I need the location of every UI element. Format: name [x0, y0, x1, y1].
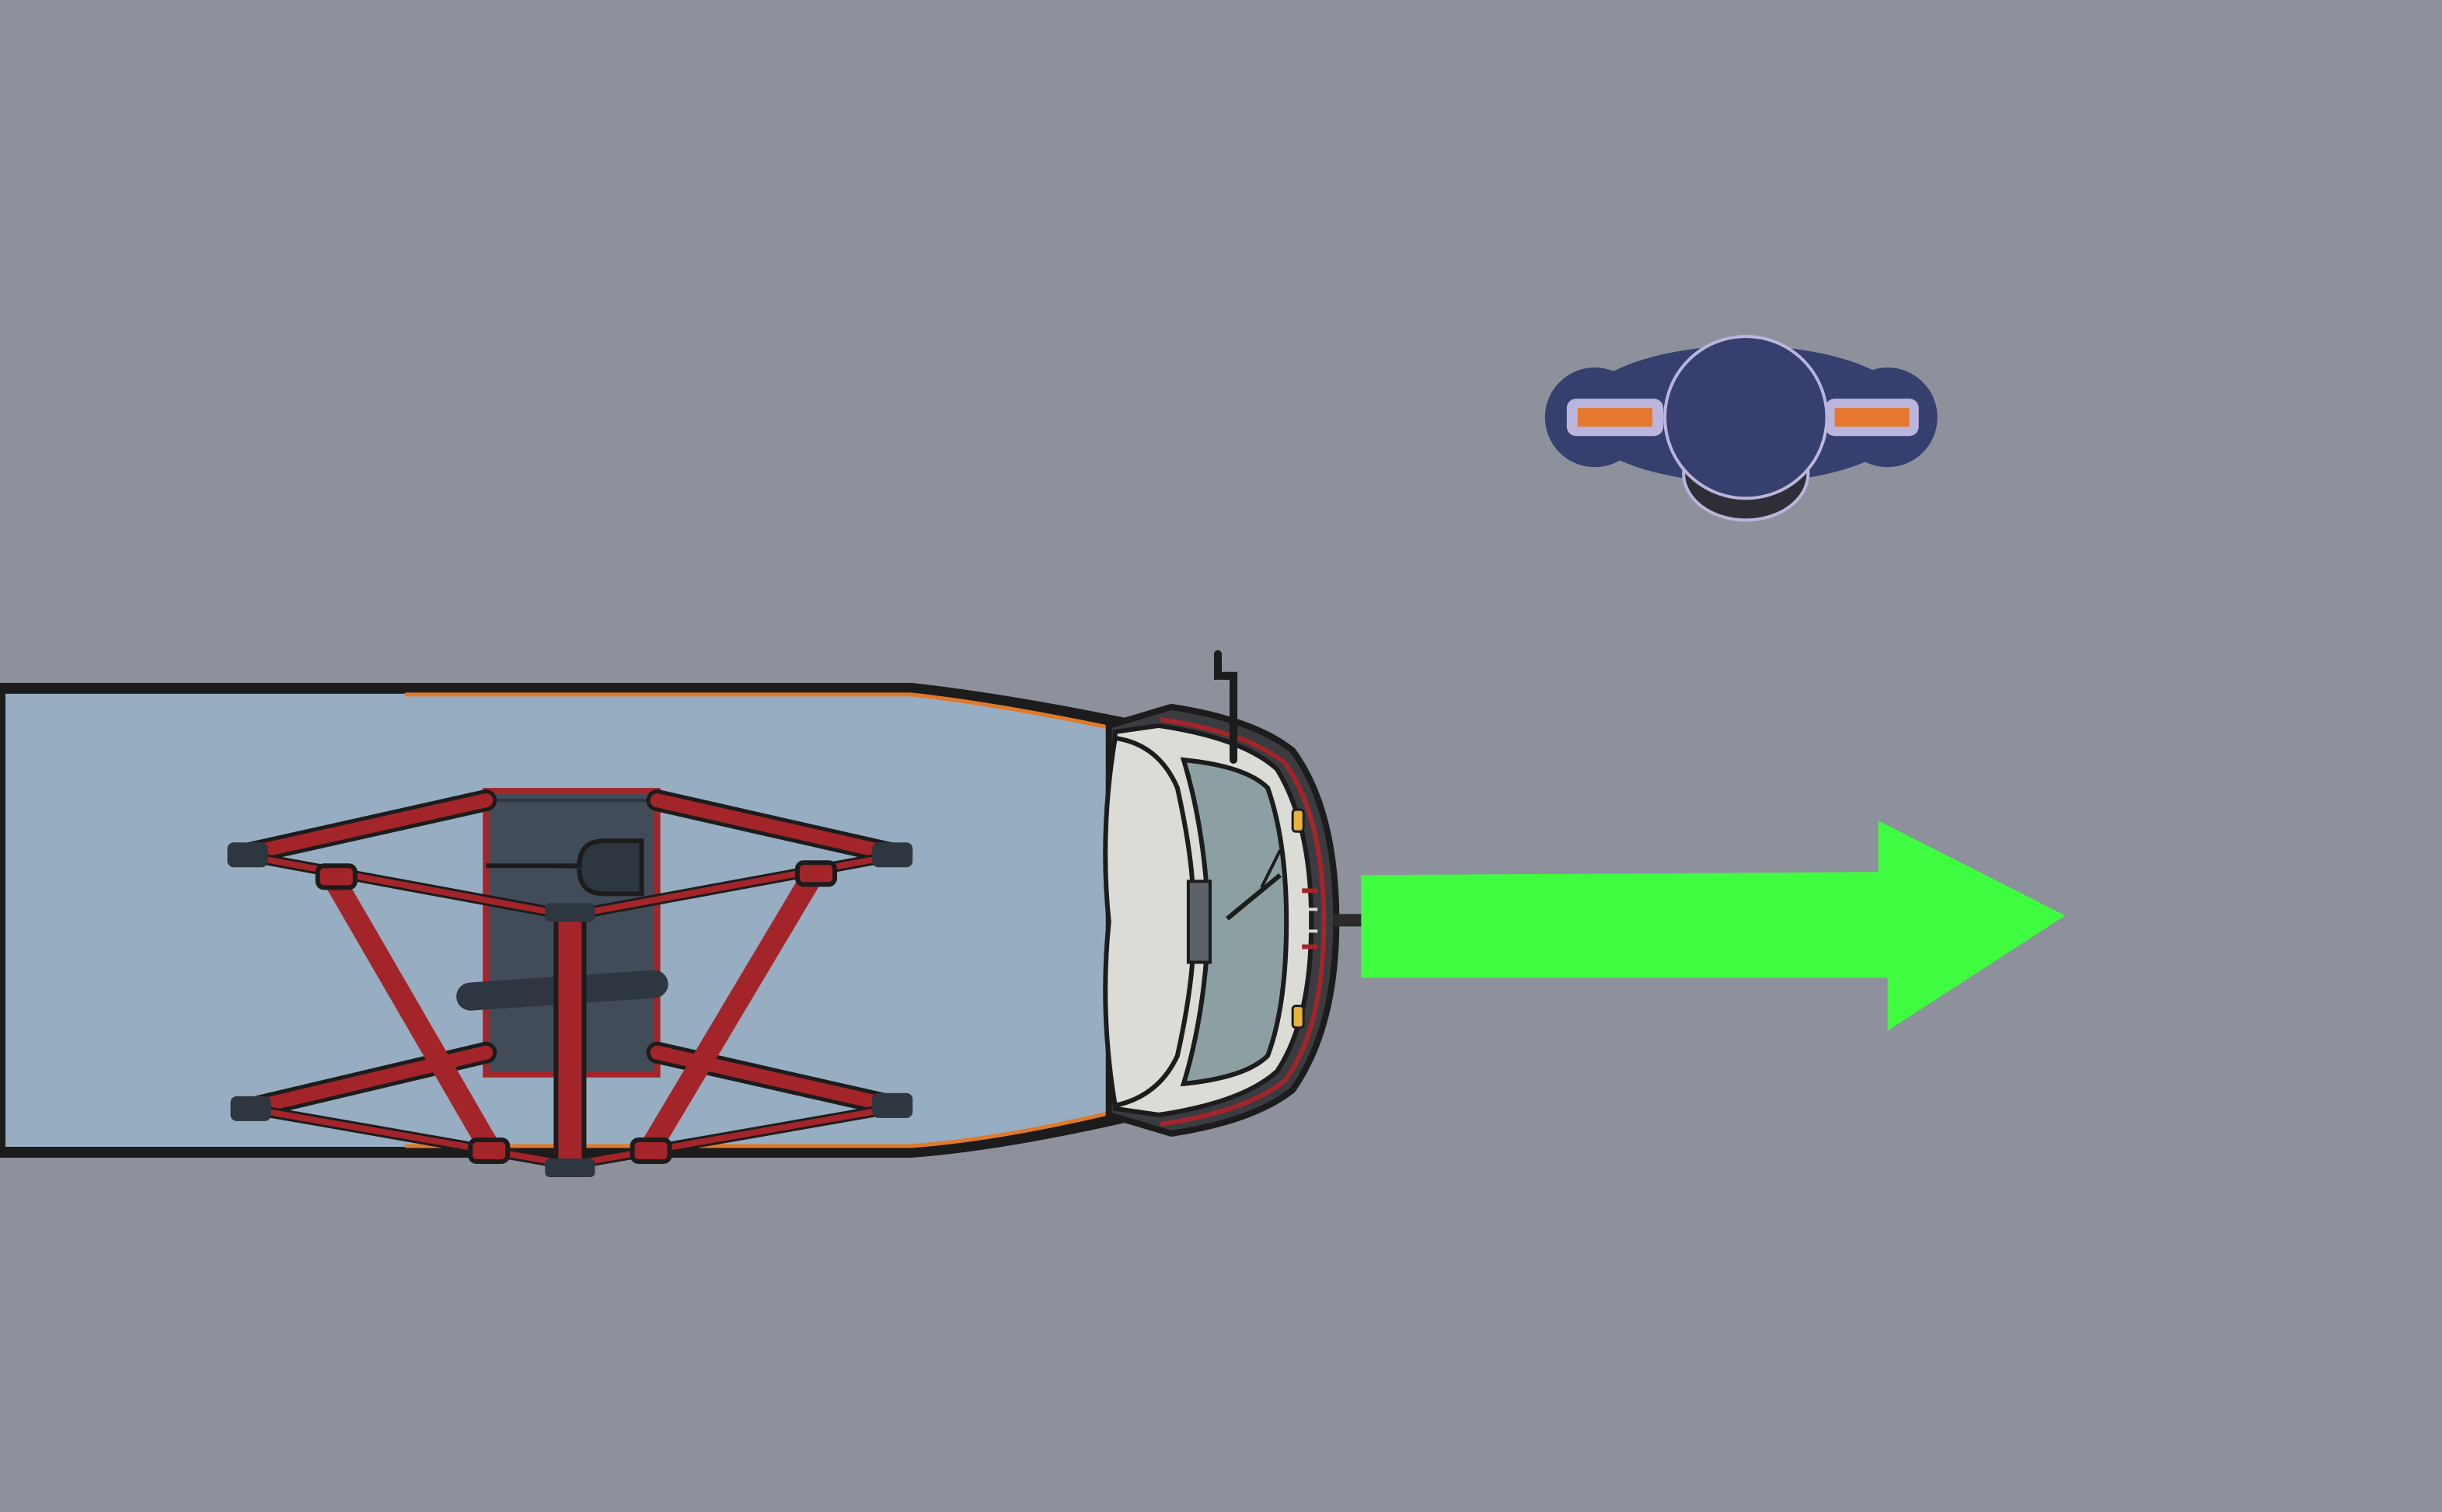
tram-dash-panel: [1186, 880, 1212, 964]
pantograph: [227, 788, 913, 1178]
wiper-secondary-icon: [1260, 849, 1282, 889]
tram-body-stripe-bottom: [404, 1110, 1116, 1148]
pedestrian-head: [1663, 334, 1829, 500]
direction-arrow-icon: [1361, 820, 2066, 1031]
pantograph-shoe-4: [872, 1092, 913, 1118]
pedestrian: [1544, 334, 1938, 522]
side-mirror-icon: [1213, 650, 1238, 765]
pantograph-center-bar: [553, 910, 587, 1174]
pedestrian-left-arm-band: [1577, 408, 1653, 427]
tram: [0, 650, 1365, 1178]
pantograph-shoe-3: [230, 1096, 271, 1121]
pantograph-shoe-2: [872, 842, 913, 868]
wiper-icon: [1226, 873, 1282, 921]
tram-body-stripe-top: [404, 692, 1116, 731]
headlight-bottom: [1291, 1005, 1305, 1029]
tram-cab-roof-panel: [1103, 735, 1196, 1109]
pedestrian-right-arm-band: [1834, 408, 1910, 427]
coupler: [1333, 914, 1365, 927]
pantograph-shoe-1: [227, 842, 268, 868]
pantograph-insulator: [486, 838, 644, 897]
headlight-top: [1291, 808, 1305, 833]
tram-front-trim: [1160, 716, 1327, 1127]
